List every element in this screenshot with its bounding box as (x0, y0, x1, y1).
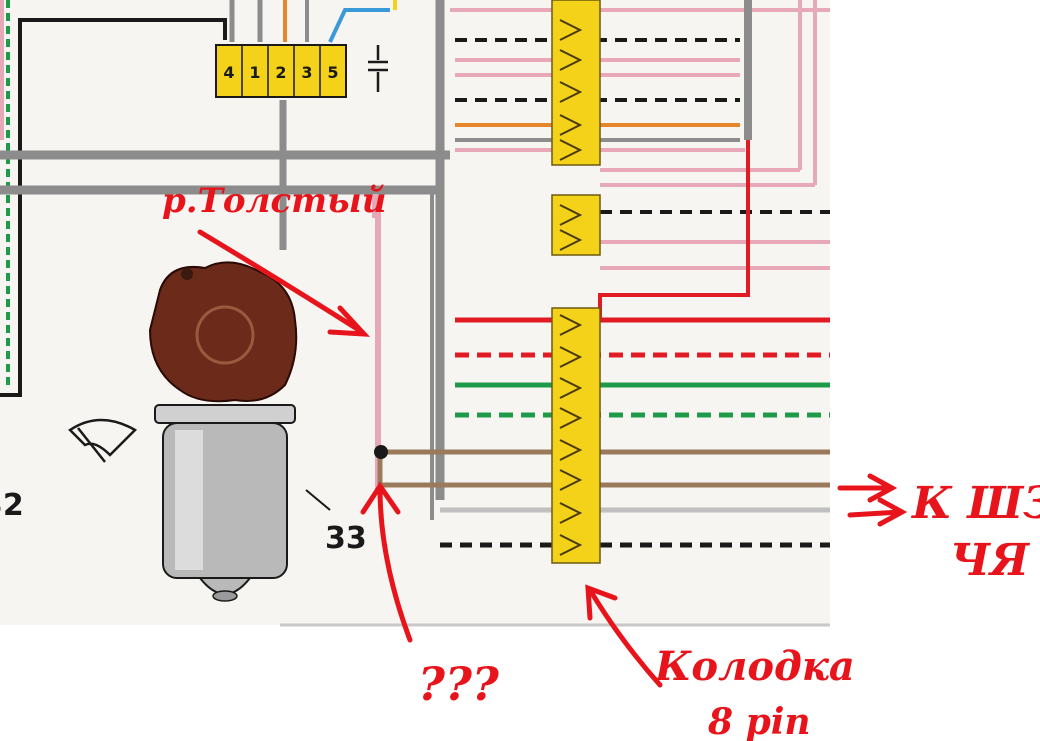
wire-black-left (0, 18, 227, 397)
connector-pin-label: 2 (275, 63, 286, 82)
component-label-33: 33 (325, 521, 367, 556)
annotation-to-relay-line1: К ШЗ (910, 478, 1040, 529)
connector-block-middle (551, 194, 601, 256)
leader-line-33 (305, 489, 331, 511)
wiper-motor-icon (148, 261, 298, 602)
arrow-question (360, 481, 413, 643)
connector-pin-label: 4 (223, 63, 234, 82)
arrow-thick-pink (197, 229, 371, 337)
wiper-blade-icon (68, 418, 138, 463)
annotation-connector-line1: Колодка (654, 643, 855, 690)
component-label-32: 32 (0, 488, 24, 523)
diagram-background (0, 0, 830, 625)
wire-junction-dot (374, 445, 388, 459)
arrow-to-relay-1 (837, 473, 898, 503)
connector-pin-label: 5 (327, 63, 338, 82)
arrow-connector-note (585, 584, 663, 688)
connector-5pin: 4 1 2 3 5 (215, 44, 347, 98)
annotation-connector-line2: 8 pin (707, 701, 811, 741)
connector-block-upper (551, 0, 601, 166)
connector-8pin[interactable] (551, 307, 601, 564)
wire-blue-up (328, 8, 390, 43)
capacitor-icon (368, 45, 388, 92)
annotation-thick-pink: р.Толстый (162, 181, 386, 221)
wire-pink-thick (372, 195, 381, 490)
connector-pin-label: 1 (249, 63, 260, 82)
arrow-to-relay-2 (847, 497, 908, 527)
connector-pin-label: 3 (301, 63, 312, 82)
wires-lower-right (440, 317, 830, 548)
annotation-to-relay-line2: ЧЯ (950, 535, 1030, 586)
annotation-question: ??? (418, 657, 500, 711)
